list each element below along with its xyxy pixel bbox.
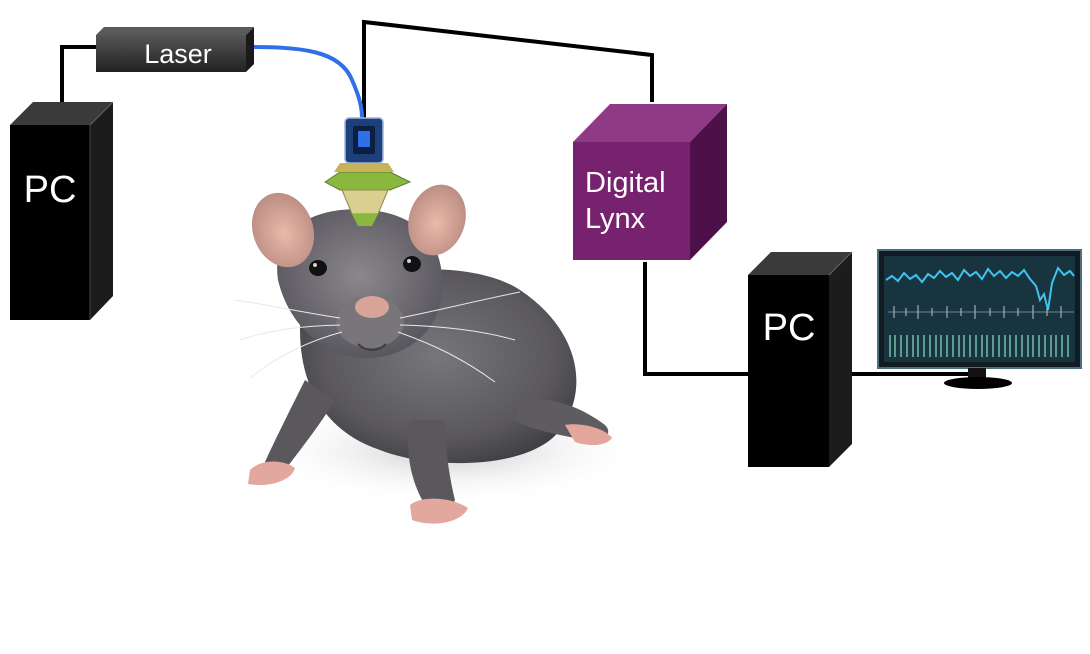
digital-lynx-box: Digital Lynx (573, 104, 727, 260)
pc-left-label: PC (24, 169, 77, 211)
optogenetic-headstage-icon (324, 117, 412, 226)
monitor-icon (877, 249, 1082, 389)
laser-label: Laser (144, 39, 212, 69)
digital-lynx-label-line2: Lynx (585, 203, 646, 235)
optical-fiber (247, 45, 364, 119)
pc-right-label: PC (763, 307, 816, 349)
laser-box: Laser (96, 27, 254, 72)
pc-right-tower: PC (748, 251, 853, 467)
cable-implant-to-digital-lynx (362, 19, 654, 118)
cable-pc-left-to-laser (60, 45, 96, 102)
spike-raster-row-2 (889, 335, 1069, 357)
spike-raster-row-1 (888, 305, 1074, 319)
cable-digital-lynx-to-pc-right (643, 262, 748, 376)
lfp-trace (885, 266, 1075, 311)
pc-left-tower: PC (10, 101, 114, 320)
rat-illustration (234, 184, 650, 524)
cables (60, 19, 970, 376)
digital-lynx-label-line1: Digital (585, 167, 666, 199)
